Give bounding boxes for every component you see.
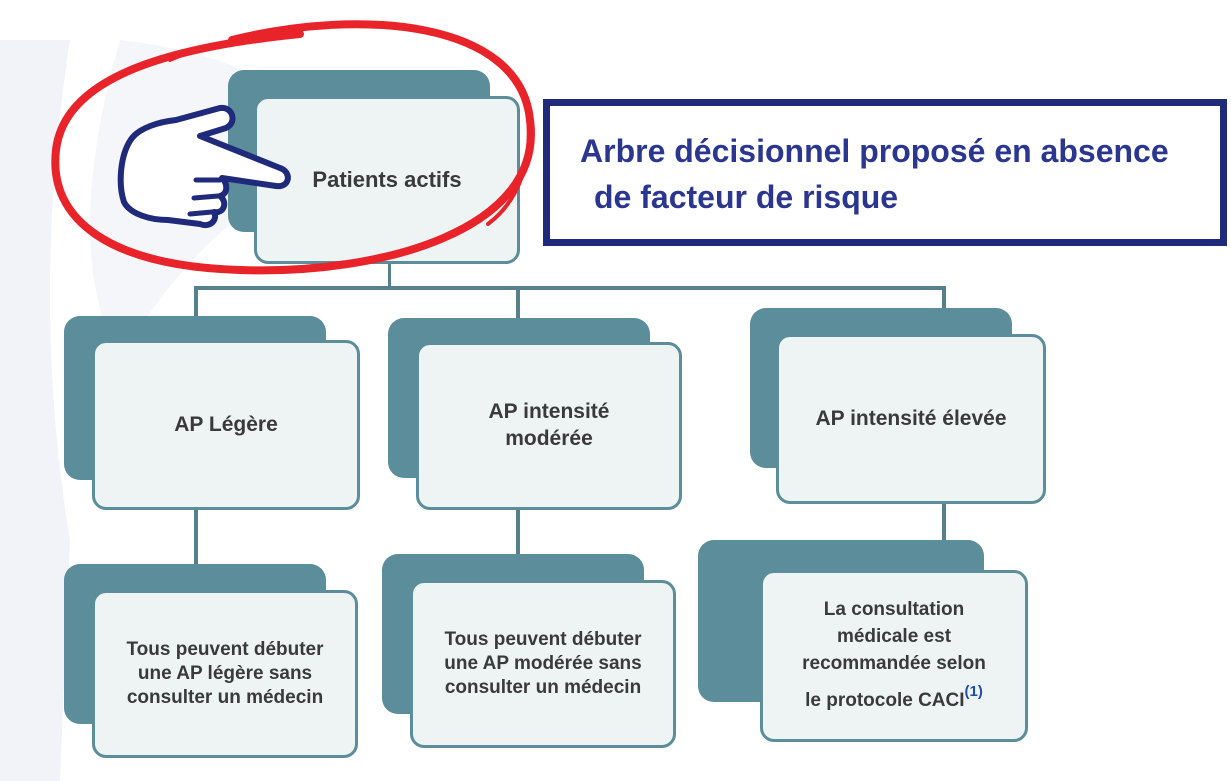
connector-right-result (942, 500, 946, 544)
result-high-line1: La consultation (823, 599, 965, 621)
branch-moderate-label-line2: modérée (505, 427, 593, 450)
branch-high-label: AP intensité élevée (815, 406, 1007, 430)
result-high-line4-text: le protocole CACI (805, 690, 965, 712)
branch-moderate-label-line1: AP intensité (488, 400, 610, 424)
title-line1: Arbre décisionnel proposé en absence (580, 133, 1169, 169)
result-moderate-node: Tous peuvent débuter une AP modérée sans… (410, 580, 676, 748)
connector-root-down (388, 262, 391, 288)
result-light-line1: Tous peuvent débuter (126, 638, 324, 660)
connector-left-down (194, 286, 198, 320)
result-high-line3: recommandée selon (802, 652, 986, 674)
connector-mid-down (516, 286, 520, 320)
result-high-line2: médicale est (836, 625, 952, 647)
connector-horizontal (194, 286, 946, 290)
result-moderate-line3: consulter un médecin (444, 677, 642, 699)
root-node-label: Patients actifs (312, 166, 462, 192)
result-high-line4: le protocole CACI(1) (805, 681, 983, 715)
connector-left-result (194, 508, 198, 568)
result-high-node: La consultation médicale est recommandée… (760, 570, 1028, 742)
result-moderate-line2: une AP modérée sans (444, 652, 642, 674)
footnote-ref: (1) (964, 683, 983, 701)
title-box: Arbre décisionnel proposé en absence de … (543, 99, 1227, 246)
result-light-node: Tous peuvent débuter une AP légère sans … (92, 590, 358, 758)
branch-high-node: AP intensité élevée (776, 334, 1046, 504)
result-light-line2: une AP légère sans (137, 662, 313, 684)
result-moderate-line1: Tous peuvent débuter (444, 628, 642, 650)
pointing-hand-icon (117, 104, 291, 228)
branch-light-label: AP Légère (174, 412, 278, 436)
title: Arbre décisionnel proposé en absence de … (580, 128, 1220, 220)
connector-right-down (942, 286, 946, 312)
connector-mid-result (516, 508, 520, 558)
title-line2: de facteur de risque (594, 179, 899, 215)
result-light-line3: consulter un médecin (126, 687, 324, 709)
branch-moderate-node: AP intensité modérée (416, 342, 682, 510)
branch-light-node: AP Légère (92, 340, 360, 510)
